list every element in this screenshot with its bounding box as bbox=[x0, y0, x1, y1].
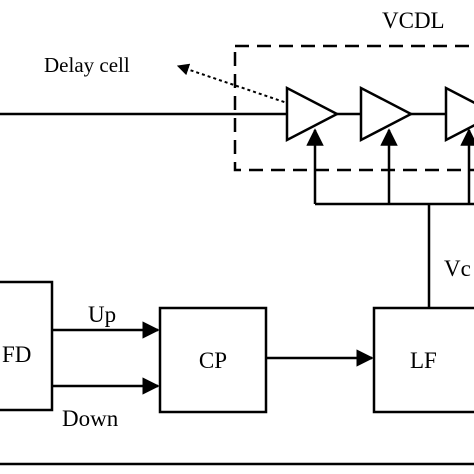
vcdl-label: VCDL bbox=[382, 8, 445, 33]
delay-cell-3 bbox=[444, 85, 474, 143]
lf-label: LF bbox=[410, 348, 437, 373]
delay-cell-label: Delay cell bbox=[44, 53, 130, 77]
cp-block bbox=[158, 306, 268, 414]
up-label: Up bbox=[88, 302, 116, 327]
down-label: Down bbox=[62, 406, 119, 431]
delay-cell-1 bbox=[285, 85, 340, 143]
cp-label: CP bbox=[199, 348, 227, 373]
delay-cell-pointer bbox=[176, 63, 291, 105]
vctrl-label: Vc bbox=[444, 256, 471, 281]
pfd-block bbox=[0, 280, 54, 412]
pfd-label: FD bbox=[2, 342, 31, 367]
delay-cell-2 bbox=[359, 85, 414, 143]
vcdl-boundary bbox=[233, 44, 474, 172]
lf-block bbox=[372, 306, 474, 414]
